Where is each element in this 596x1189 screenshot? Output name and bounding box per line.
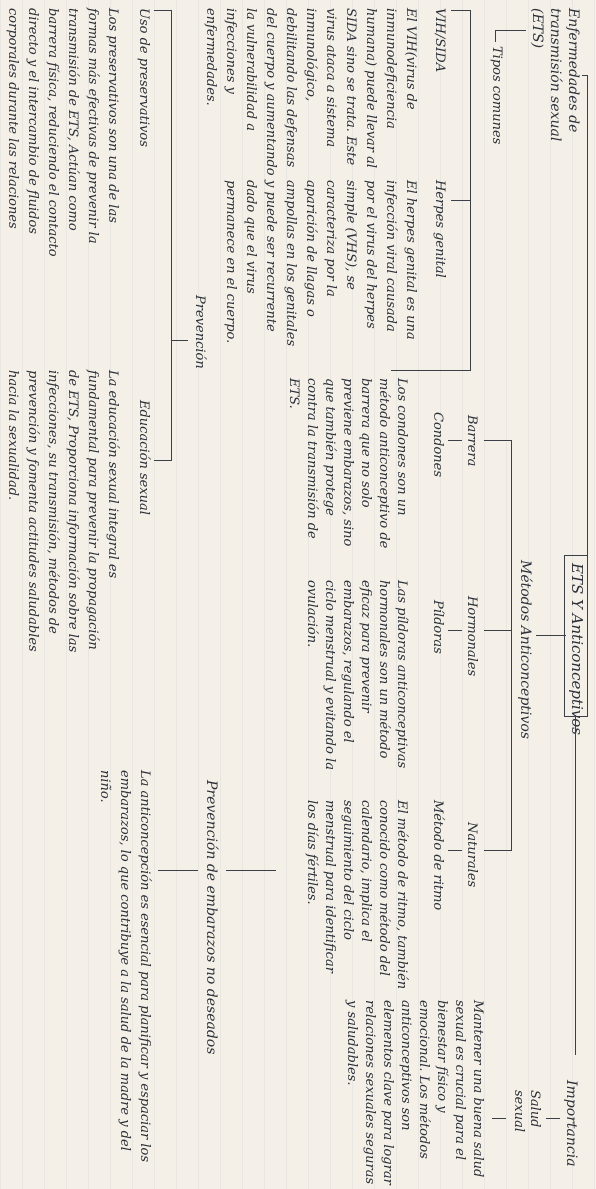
naturales-label: Naturales: [464, 822, 479, 888]
pildoras-text: Las píldoras anticonceptivas hormonales …: [304, 580, 409, 770]
educacion-label: Educación sexual: [136, 400, 151, 515]
tipos-comunes-label: Tipos comunes: [489, 46, 504, 145]
page-title: ETS Y Anticonceptivos: [568, 563, 586, 735]
ets-heading: Enfermedades de transmisión sexual (ETS): [529, 8, 581, 142]
herpes-label: Herpes genital: [432, 180, 447, 278]
embarazos-text: La anticoncepción es esencial para plani…: [97, 770, 152, 1163]
barrera-label: Barrera: [464, 415, 479, 467]
importancia-heading: Importancia: [563, 1080, 579, 1167]
hormonales-label: Hormonales: [464, 596, 479, 677]
prevencion-label: Prevención: [192, 295, 207, 369]
condones-label: Condones: [430, 412, 445, 478]
ritmo-label: Método de ritmo: [430, 800, 445, 911]
embarazos-title: Prevención de embarazos no deseados: [203, 780, 219, 1055]
center-heading: Métodos Anticonceptivos: [517, 560, 533, 739]
vih-label: VIH/SIDA: [432, 8, 447, 73]
pildoras-label: Píldoras: [430, 600, 445, 654]
salud-sexual-label: Salud sexual: [511, 1090, 542, 1132]
educacion-text: La educación sexual integral es fundamen…: [5, 370, 120, 653]
importancia-text: Mantener una buena salud sexual es cruci…: [344, 1000, 485, 1185]
condones-text: Los condones son un método anticonceptiv…: [286, 378, 409, 549]
ritmo-text: El método de ritmo, también conocido com…: [304, 800, 409, 990]
preservativos-label: Uso de preservativos: [136, 8, 151, 147]
preservativos-text: Los preservativos son una de las formas …: [5, 8, 120, 257]
vih-text: El VIH(virus de inmunodeficiencia humana…: [203, 8, 418, 176]
herpes-text: El herpes genital es una infección viral…: [223, 180, 418, 347]
